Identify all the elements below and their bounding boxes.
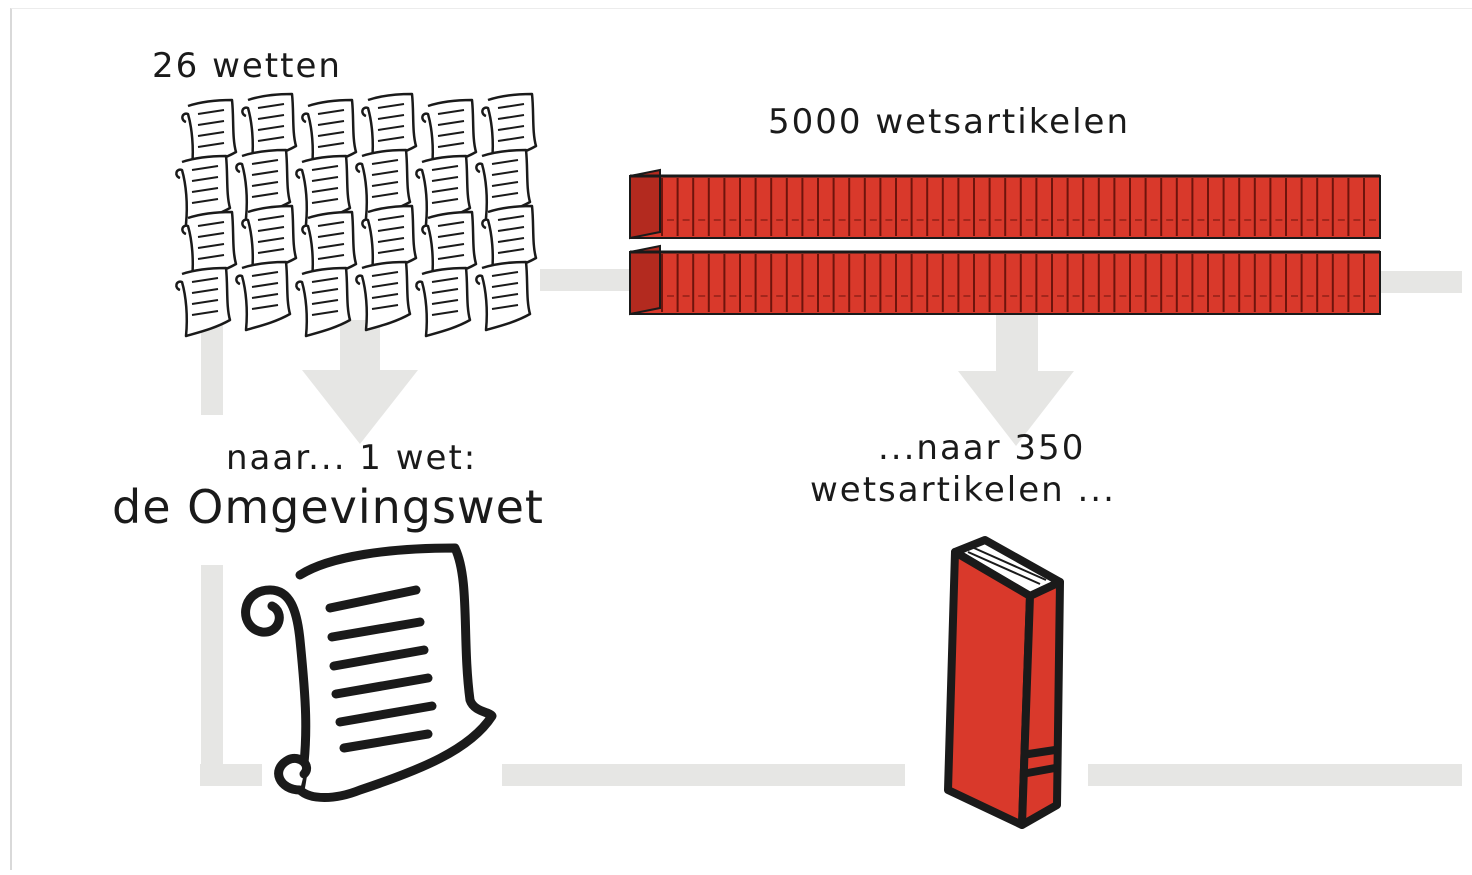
bottom-right-label-line2: wetsartikelen ... (810, 470, 1116, 510)
book-icon (948, 540, 1060, 825)
book-row (630, 170, 1380, 238)
scroll-pile-icon (176, 94, 536, 336)
arrow-down-left-icon (302, 320, 418, 444)
small-scroll-icon (476, 262, 530, 330)
small-scroll-icon (356, 262, 410, 330)
top-left-label: 26 wetten (152, 46, 342, 86)
small-scroll-icon (236, 262, 290, 330)
book-rows-icon (630, 170, 1380, 314)
bottom-right-label-line1: ...naar 350 (878, 428, 1085, 468)
top-right-label: 5000 wetsartikelen (768, 102, 1130, 142)
arrow-down-right-icon (958, 315, 1074, 446)
scroll-icon (246, 548, 492, 798)
bottom-left-label-line1: naar... 1 wet: (226, 438, 477, 478)
small-scroll-icon (416, 268, 470, 336)
bottom-left-label-line2: de Omgevingswet (112, 480, 544, 534)
book-row (630, 246, 1380, 314)
